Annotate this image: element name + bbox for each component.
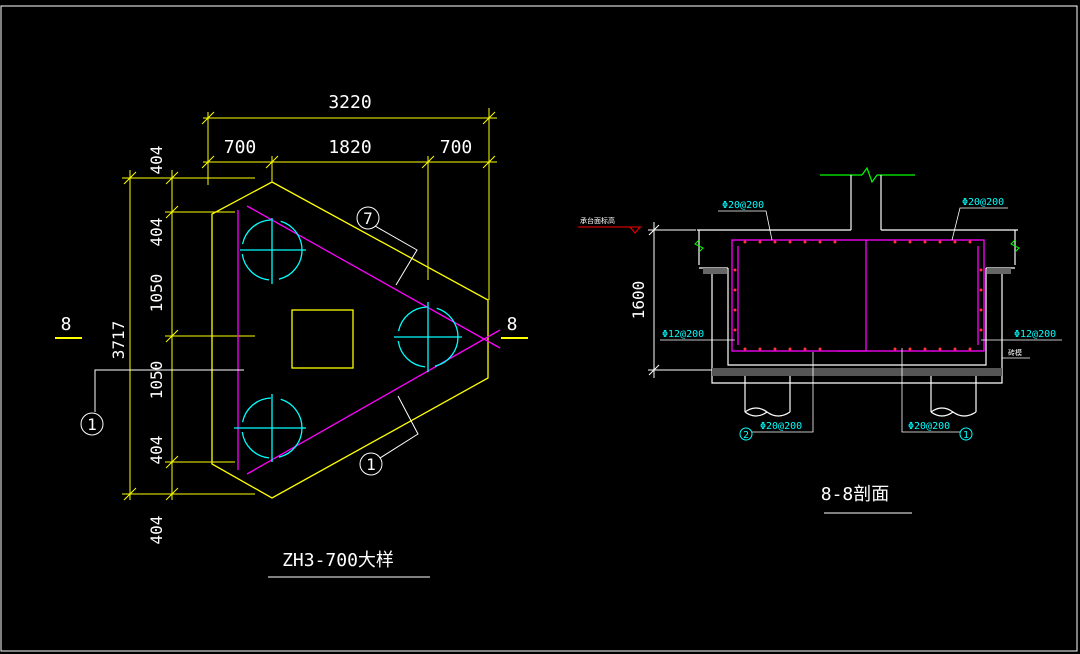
plan-title: ZH3-700大样	[282, 550, 394, 571]
section-top-line	[820, 166, 915, 184]
callout-left: 1	[80, 369, 244, 436]
pile-right	[394, 302, 462, 372]
callout-top: 7	[356, 206, 418, 286]
section-break-marks	[694, 239, 1020, 253]
label-side-right: Φ12@200 砖模	[981, 329, 1062, 359]
column-outline	[291, 309, 354, 369]
column-stub	[850, 175, 882, 230]
svg-text:Φ20@200: Φ20@200	[908, 421, 950, 432]
top-dimension-lines	[201, 108, 497, 300]
pile-top	[240, 218, 306, 284]
pile-cap-outline	[211, 181, 489, 499]
svg-text:砖模: 砖模	[1008, 348, 1022, 357]
dim-bottom-outer: 404	[147, 516, 166, 545]
dim-bottom-inner: 404	[147, 436, 166, 465]
section-view: 承台面标高 1600 Φ20@200 Φ20@200 Φ12@200 Φ12@2…	[578, 166, 1062, 514]
callout-bottom: 1	[359, 395, 419, 476]
dim-lower-span: 1050	[147, 361, 166, 400]
section-cap-outline	[697, 229, 1018, 384]
section-rebar	[731, 239, 985, 352]
label-bottom-left: 2 Φ20@200	[739, 352, 814, 441]
dim-left-width: 700	[224, 137, 257, 158]
rebar-triangle	[237, 205, 501, 475]
dim-right-width: 700	[440, 137, 473, 158]
depth-dimension	[648, 222, 712, 378]
drawing-frame	[0, 5, 1078, 652]
plan-view: 3220 700 1820 700 404 404 1050 3717 1050…	[55, 92, 528, 578]
pile-bottom	[234, 394, 306, 462]
section-pile-left	[744, 376, 791, 417]
svg-text:8: 8	[507, 314, 518, 335]
svg-text:Φ20@200: Φ20@200	[722, 200, 764, 211]
dim-total-width: 3220	[328, 92, 371, 113]
svg-text:1: 1	[963, 430, 969, 441]
label-top-left-bar: Φ20@200	[718, 200, 773, 241]
svg-text:1: 1	[366, 455, 376, 474]
svg-text:7: 7	[363, 209, 373, 228]
svg-text:承台面标高: 承台面标高	[580, 216, 615, 225]
label-side-left: Φ12@200	[660, 329, 735, 341]
svg-text:8: 8	[61, 314, 72, 335]
cushion-hatch	[703, 268, 1011, 376]
dim-middle-width: 1820	[328, 137, 371, 158]
svg-text:Φ12@200: Φ12@200	[662, 329, 704, 340]
svg-text:1: 1	[87, 415, 97, 434]
left-dimension-lines	[122, 170, 255, 501]
section-mark-right: 8	[501, 314, 528, 339]
dim-depth: 1600	[629, 281, 648, 320]
svg-text:2: 2	[743, 430, 749, 441]
section-mark-left: 8	[55, 314, 82, 339]
section-title: 8-8剖面	[821, 484, 890, 505]
label-bottom-right: Φ20@200 1	[901, 348, 973, 441]
dim-top-outer: 404	[147, 146, 166, 175]
svg-text:Φ20@200: Φ20@200	[962, 197, 1004, 208]
dim-top-inner: 404	[147, 218, 166, 247]
label-top-right-bar: Φ20@200	[951, 197, 1008, 241]
svg-text:Φ12@200: Φ12@200	[1014, 329, 1056, 340]
dim-total-height: 3717	[109, 321, 128, 360]
dim-upper-span: 1050	[147, 274, 166, 313]
svg-text:Φ20@200: Φ20@200	[760, 421, 802, 432]
section-pile-right	[930, 376, 977, 417]
level-mark: 承台面标高	[578, 216, 642, 234]
rebar-dots	[733, 240, 983, 351]
